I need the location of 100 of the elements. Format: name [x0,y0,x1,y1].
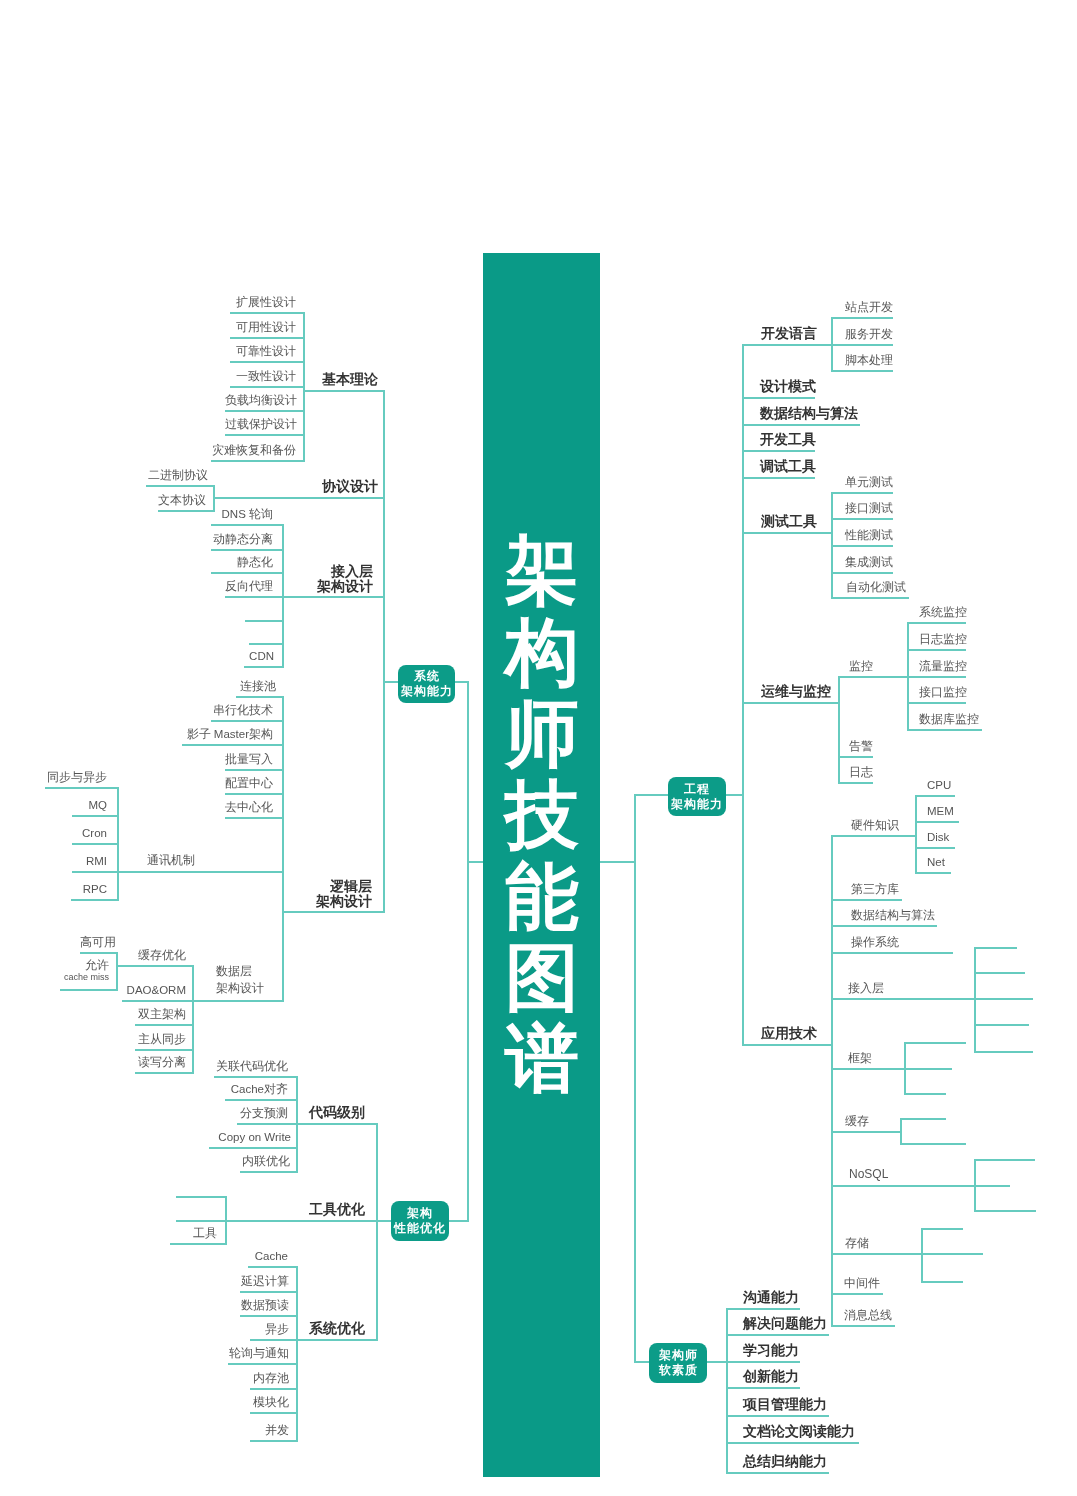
empty-topic-line [928,1228,963,1230]
empty-topic-line [916,952,953,954]
connector-line [297,390,311,462]
topic-label: MQ [72,798,112,817]
connector-line [825,344,839,372]
topic-label: 反向代理 [225,579,277,598]
topic-label: 轮询与通知 [228,1346,291,1365]
empty-topic-line [928,1281,963,1283]
connector-line [219,1220,233,1245]
topic-label: Cron [72,826,112,845]
empty-topic-line [981,947,1017,949]
topic-label: 批量写入 [225,752,277,771]
topic-label: 自动化测试 [838,580,909,599]
topic-label: 开发工具 [749,432,815,452]
topic-label: 接入层架构设计 [289,564,378,598]
topic-label: 沟通能力 [733,1290,800,1310]
connector-line [207,497,221,512]
empty-topic-line [907,1118,946,1120]
topic-label: 中间件 [838,1276,883,1295]
connector-line [968,998,982,1053]
connector-line [915,1253,929,1283]
connector-line [968,1185,982,1212]
connector-line [276,911,290,1002]
topic-label: 通讯机制 [124,853,277,873]
topic-label: 可靠性设计 [230,344,298,363]
empty-topic-line [911,1068,952,1070]
topic-label: 接口监控 [914,685,966,704]
topic-label: 文档论文阅读能力 [733,1424,859,1444]
topic-label: 接入层 [838,981,969,1000]
empty-topic-line [176,1220,220,1222]
topic-label: 项目管理能力 [733,1397,829,1417]
connector-line [725,794,750,1046]
topic-label: 工具 [170,1226,220,1245]
topic-label: 并发 [250,1423,291,1442]
topic-label: 测试工具 [749,514,826,534]
topic-label: 缓存 [838,1114,895,1133]
topic-label: 系统优化 [303,1321,371,1341]
topic-label: 开发语言 [749,326,826,346]
empty-topic-line [911,1093,946,1095]
topic-label: 应用技术 [749,1026,826,1046]
topic-label: RPC [71,882,112,901]
topic-label: 操作系统 [838,935,904,954]
branch-node: 架构性能优化 [391,1201,449,1241]
topic-label: 消息总线 [838,1308,895,1327]
topic-label: 总结归纳能力 [733,1454,829,1474]
topic-label: 运维与监控 [749,684,833,704]
topic-label: 逻辑层架构设计 [289,879,378,913]
connector-line [903,952,917,954]
topic-label: 解决问题能力 [733,1316,829,1336]
empty-topic-line [249,643,277,645]
branch-node: 工程架构能力 [668,777,726,816]
topic-label: 站点开发 [838,300,893,319]
topic-label: 内联优化 [240,1154,291,1173]
empty-topic-line [981,1159,1035,1161]
topic-label: 分支预测 [237,1106,291,1125]
topic-label: 存储 [838,1236,916,1255]
topic-label: 日志 [845,765,873,784]
connector-line [290,1339,304,1442]
topic-label: 第三方库 [838,882,902,901]
topic-label: 二进制协议 [146,468,208,487]
connector-line [186,1000,200,1074]
topic-label: CPU [922,778,955,797]
topic-label: 数据结构与算法 [838,908,937,927]
topic-label: 代码级别 [303,1105,371,1125]
empty-topic-line [911,1042,966,1044]
topic-label: DNS 轮询 [211,507,277,526]
connector-line [832,702,846,784]
topic-label: 串行化技术 [211,703,277,722]
topic-label: 动静态分离 [211,532,277,551]
topic-label: 学习能力 [733,1343,800,1363]
topic-label: 数据结构与算法 [749,406,860,426]
topic-label: 静态化 [211,555,277,574]
topic-label: 调试工具 [749,459,815,479]
title-banner: 架构师技能图谱 [483,253,600,1477]
topic-label: 允许 cache miss [60,958,111,991]
connector-line [276,596,290,668]
topic-label: 硬件知识 [838,818,910,837]
topic-label: 影子 Master架构 [182,727,277,746]
connector-line [898,1068,912,1095]
topic-label: 关联代码优化 [214,1059,291,1078]
connector-line [111,871,125,901]
topic-label: 监控 [845,659,902,678]
topic-label: 集成测试 [838,555,893,574]
empty-topic-line [176,1196,220,1198]
topic-label: 设计模式 [749,379,815,399]
topic-label: 框架 [838,1051,899,1070]
topic-label: 服务开发 [838,327,893,346]
topic-label: 过载保护设计 [225,417,298,436]
connector-line [909,835,923,874]
topic-label: 接口测试 [838,501,893,520]
topic-label: 一致性设计 [230,369,298,388]
topic-label: 系统监控 [914,605,966,624]
empty-topic-line [928,1253,983,1255]
topic-label: 工具优化 [232,1202,371,1222]
topic-label: 同步与异步 [45,770,112,789]
empty-topic-line [907,1143,966,1145]
topic-label: 单元测试 [838,475,893,494]
topic-label: RMI [72,854,112,873]
connector-line [110,965,124,991]
topic-label: 可用性设计 [230,320,298,339]
